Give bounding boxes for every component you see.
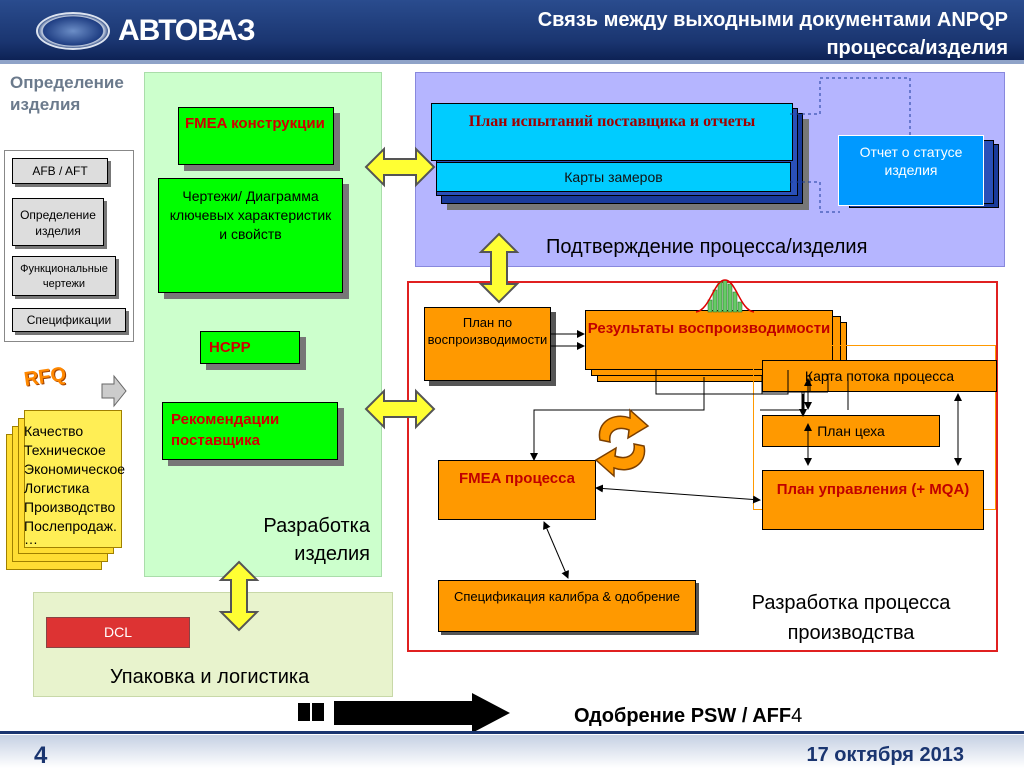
approval-number: 4 bbox=[791, 705, 803, 727]
rfq-doc-front bbox=[24, 410, 122, 548]
list-item: Функциональные чертежи bbox=[12, 256, 116, 296]
lada-logo-icon bbox=[36, 12, 110, 50]
hcpp-box: HCPP bbox=[200, 331, 300, 364]
product-development-label: Разработка изделия bbox=[263, 515, 370, 565]
list-item: Спецификации bbox=[12, 308, 126, 332]
control-plan-box: План управления (+ MQA) bbox=[762, 470, 984, 530]
confirmation-label: Подтверждение процесса/изделия bbox=[546, 236, 868, 258]
supplier-recs-box: Рекомендации поставщика bbox=[162, 402, 338, 460]
cycle-arrows-icon bbox=[594, 408, 650, 478]
histogram-icon bbox=[695, 279, 755, 313]
yellow-vertical-arrow-icon bbox=[218, 560, 260, 632]
drawings-box: Чертежи/ Диаграмма ключевых характеристи… bbox=[158, 178, 343, 293]
rfq-items: Качество Техническое Экономическое Логис… bbox=[24, 422, 126, 547]
rfq-label: RFQ bbox=[22, 363, 68, 391]
rfq-item: Экономическое bbox=[24, 461, 126, 477]
measurement-maps-box: Карты замеров bbox=[436, 162, 791, 192]
reproducibility-plan-box: План по воспроизводимости bbox=[424, 307, 551, 381]
footer-bar bbox=[0, 735, 1024, 768]
yellow-vertical-arrow-icon bbox=[478, 232, 520, 304]
rfq-item: Послепродаж. bbox=[24, 518, 117, 534]
yellow-double-arrow-icon bbox=[364, 146, 436, 188]
test-plan-box: План испытаний поставщика и отчеты bbox=[431, 103, 793, 161]
rfq-item: … bbox=[24, 531, 38, 547]
footer-divider bbox=[0, 731, 1024, 734]
list-item: Определение изделия bbox=[12, 198, 104, 246]
approval-label: Одобрение PSW / AFF4 bbox=[574, 705, 803, 727]
title-line2: процесса/изделия bbox=[826, 37, 1008, 59]
rfq-item: Производство bbox=[24, 499, 116, 515]
process-flow-box: Карта потока процесса bbox=[762, 360, 997, 392]
process-development-label: Разработка процесса производства bbox=[751, 592, 951, 644]
header-divider bbox=[0, 60, 1024, 64]
dcl-box: DCL bbox=[46, 617, 190, 648]
page-title: Связь между выходными документами ANPQP … bbox=[538, 6, 1008, 62]
product-definition-heading: Определение изделия bbox=[10, 73, 124, 114]
shop-plan-box: План цеха bbox=[762, 415, 940, 447]
fmea-design-box: FMEA конструкции bbox=[178, 107, 334, 165]
rfq-item: Логистика bbox=[24, 480, 90, 496]
title-line1: Связь между выходными документами ANPQP bbox=[537, 9, 1008, 31]
status-connector-lines bbox=[790, 77, 911, 213]
rfq-item: Качество bbox=[24, 423, 84, 439]
gauge-spec-box: Спецификация калибра & одобрение bbox=[438, 580, 696, 632]
slide-date: 17 октября 2013 bbox=[806, 744, 964, 766]
approval-arrow-icon bbox=[298, 693, 510, 733]
yellow-double-arrow-icon bbox=[364, 388, 436, 430]
logo-text: АВТОВАЗ bbox=[118, 14, 256, 47]
page-number: 4 bbox=[34, 742, 48, 769]
rfq-item: Техническое bbox=[24, 442, 106, 458]
process-fmea-box: FMEA процесса bbox=[438, 460, 596, 520]
rfq-arrow-icon bbox=[101, 374, 127, 408]
header-bar bbox=[0, 0, 1024, 60]
list-item: AFB / AFT bbox=[12, 158, 108, 184]
status-report-box: Отчет о статусе изделия bbox=[838, 135, 984, 206]
process-connectors bbox=[530, 330, 962, 579]
packaging-label: Упаковка и логистика bbox=[110, 666, 310, 688]
